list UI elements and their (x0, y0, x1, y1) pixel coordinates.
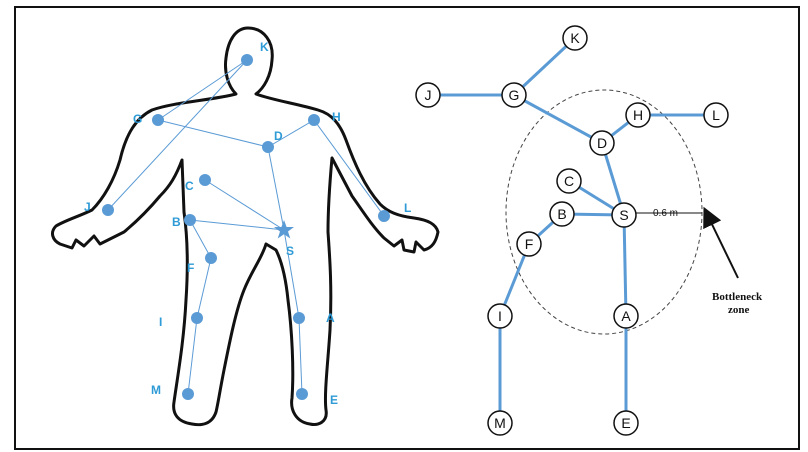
body-label-g: G (133, 112, 142, 126)
body-label-f: F (187, 261, 194, 275)
joint-dot-e (296, 388, 308, 400)
tree-label-k: K (570, 30, 580, 46)
joint-dot-h (308, 114, 320, 126)
body-label-d: D (274, 129, 283, 143)
tree-label-m: M (494, 415, 506, 431)
tree-label-l: L (712, 107, 720, 123)
tree-edges (428, 38, 716, 423)
body-label-k: K (260, 40, 269, 54)
joint-dot-i (191, 312, 203, 324)
tree-label-j: J (425, 87, 432, 103)
body-label-s: S (286, 244, 294, 258)
tree-label-s: S (619, 207, 628, 223)
bottleneck-label-line2: zone (728, 304, 750, 316)
joint-dot-d (262, 141, 274, 153)
joint-dot-g (152, 114, 164, 126)
tree-label-g: G (509, 87, 520, 103)
tree-node-labels: K J G H L D C B S F I A M E (425, 30, 721, 431)
tree-label-b: B (557, 206, 566, 222)
joint-dot-l (378, 210, 390, 222)
body-label-a: A (326, 311, 335, 325)
tree-label-f: F (525, 236, 534, 252)
tree-label-d: D (597, 135, 607, 151)
body-label-i: I (159, 315, 162, 329)
joint-dot-a (293, 312, 305, 324)
body-label-l: L (404, 201, 411, 215)
body-label-j: J (84, 200, 91, 214)
body-label-e: E (330, 393, 338, 407)
bottleneck-label-line1: Bottleneck (712, 291, 763, 303)
distance-label: 0.6 m (653, 208, 678, 219)
joint-dot-b (184, 214, 196, 226)
body-label-h: H (332, 110, 341, 124)
star-marker-s (274, 220, 294, 239)
joint-dot-m (182, 388, 194, 400)
body-label-m: M (151, 383, 161, 397)
body-label-c: C (185, 179, 194, 193)
tree-nodes (416, 26, 728, 435)
joint-dot-f (205, 252, 217, 264)
tree-label-e: E (621, 415, 630, 431)
joint-dot-c (199, 174, 211, 186)
tree-label-h: H (633, 107, 643, 123)
tree-label-c: C (564, 173, 574, 189)
bottleneck-arrow (707, 214, 738, 278)
joint-dot-j (102, 204, 114, 216)
tree-label-a: A (621, 308, 631, 324)
body-joints (102, 54, 390, 400)
body-label-b: B (172, 215, 181, 229)
tree-label-i: I (498, 308, 502, 324)
joint-dot-k (241, 54, 253, 66)
